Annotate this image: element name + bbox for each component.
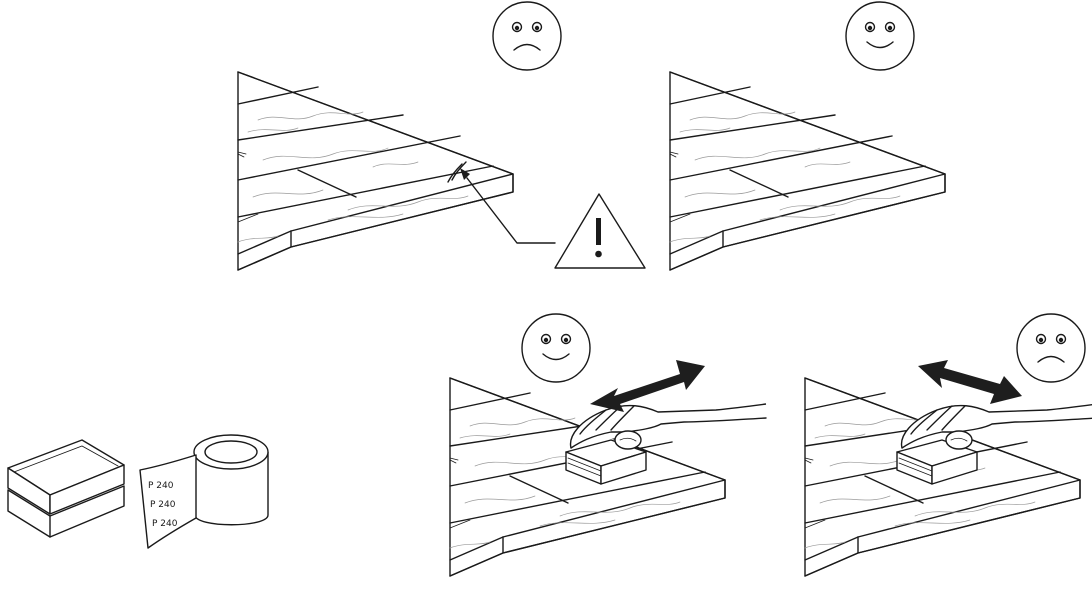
double-arrow-icon [590, 360, 705, 412]
panel-scratched-board [237, 1, 646, 271]
roll-grit-label: P 240 [152, 519, 178, 529]
sad-face-icon [1016, 313, 1086, 383]
sanding-sponge-stack-icon [7, 439, 125, 538]
floorboard-illustration [237, 71, 514, 271]
roll-grit-label: P 240 [150, 500, 176, 510]
scratch-mark [451, 161, 467, 181]
sad-face-icon [492, 1, 562, 71]
panel-clean-board [669, 1, 946, 271]
double-arrow-icon [918, 360, 1022, 404]
roll-grit-label: P 240 [148, 481, 174, 491]
warning-icon [554, 193, 646, 269]
floorboard-illustration [669, 71, 946, 271]
warning-pointer [460, 168, 556, 244]
sandpaper-roll-icon: P 240 P 240 P 240 [139, 434, 269, 549]
happy-face-icon [845, 1, 915, 71]
panel-sand-across-grain [804, 313, 1092, 577]
panel-sand-along-grain [449, 313, 767, 577]
happy-face-icon [521, 313, 591, 383]
